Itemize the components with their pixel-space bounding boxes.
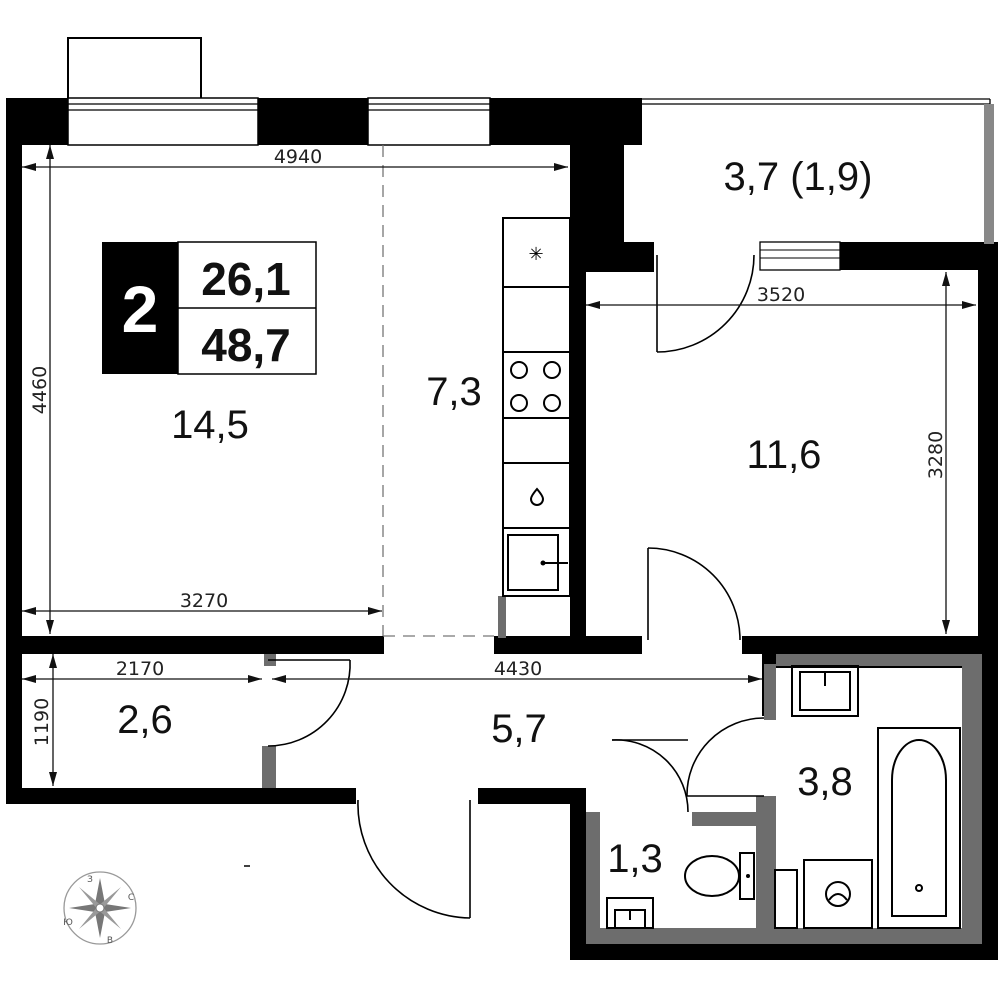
hand-sink-icon — [606, 897, 654, 929]
compass-west-label: Ю — [63, 918, 73, 928]
dim-left-height: 4460 — [29, 366, 51, 414]
hob-icon — [510, 361, 561, 412]
compass-east-label: С — [128, 893, 134, 903]
washbasin-icon — [791, 665, 859, 717]
compass-south-label: В — [107, 936, 113, 946]
toilet-icon — [684, 852, 755, 900]
compass-north-label: З — [87, 875, 93, 885]
bathtub-icon — [877, 727, 961, 929]
doors — [267, 254, 765, 919]
dimension-lines — [22, 145, 976, 786]
room-balcony-area: 3,7 (1,9) — [724, 155, 873, 199]
room-hallway-area: 5,7 — [491, 707, 547, 751]
bathroom-fixtures — [606, 665, 961, 929]
badge-living-area: 26,1 — [201, 253, 291, 305]
dim-closet-height: 1190 — [31, 698, 53, 746]
water-drop-icon — [529, 487, 545, 506]
riser-shaft — [774, 869, 798, 929]
room-bedroom-area: 11,6 — [747, 433, 822, 477]
apartment-badge: 2 26,1 48,7 — [102, 241, 317, 375]
fridge-icon: ✳ — [528, 244, 543, 265]
kitchen-sink-icon — [507, 534, 568, 591]
washing-machine-icon — [803, 859, 873, 929]
badge-room-count: 2 — [122, 272, 159, 346]
windows — [67, 97, 994, 271]
dim-closet-width: 2170 — [116, 658, 164, 680]
zone-dividers — [382, 145, 494, 637]
dim-top-width: 4940 — [274, 146, 322, 168]
room-toilet-area: 1,3 — [607, 837, 663, 881]
room-closet-area: 2,6 — [117, 698, 173, 742]
room-living-area: 14,5 — [171, 403, 249, 447]
kitchen-units: ✳ — [502, 217, 571, 597]
badge-total-area: 48,7 — [201, 319, 291, 371]
room-kitchen-area: 7,3 — [426, 370, 482, 414]
dim-hall-width: 4430 — [494, 658, 542, 680]
compass-rose-icon: З С В Ю — [63, 871, 137, 946]
walls — [6, 98, 998, 960]
wet-zone-walls — [262, 596, 982, 944]
top-window-box — [67, 37, 202, 101]
dim-living-width: 3270 — [180, 590, 228, 612]
room-bathroom-area: 3,8 — [797, 760, 853, 804]
dim-bedroom-height: 3280 — [925, 431, 947, 479]
dim-bedroom-width: 3520 — [757, 284, 805, 306]
